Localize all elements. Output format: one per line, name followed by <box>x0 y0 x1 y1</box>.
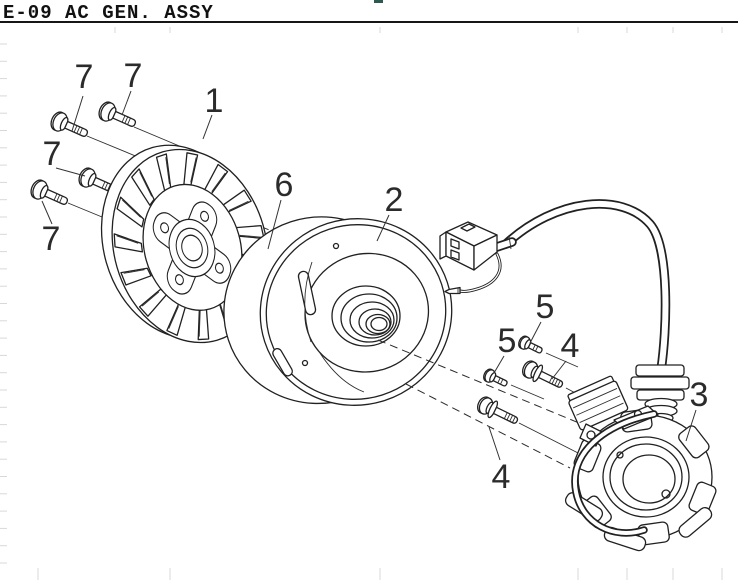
callout-7: 7 <box>75 58 94 96</box>
leader-line <box>529 321 542 344</box>
leader-line <box>493 355 505 374</box>
scan-artifact <box>374 0 383 3</box>
callout-7: 7 <box>43 135 62 173</box>
leader-line <box>202 114 213 140</box>
callout-7: 7 <box>124 57 143 95</box>
leader-line <box>551 360 567 380</box>
leader-line <box>376 214 390 242</box>
wire-harness <box>439 199 690 438</box>
leader-line <box>41 200 53 225</box>
callout-3: 3 <box>690 376 709 414</box>
flywheel-hub <box>152 201 232 295</box>
leader-line <box>71 95 84 132</box>
rotor-drum-part2 <box>223 216 453 406</box>
rotor-hub <box>331 285 401 347</box>
pickup-coil <box>567 375 629 431</box>
callout-5: 5 <box>498 322 517 360</box>
connector <box>439 221 498 271</box>
stator-part3 <box>564 375 717 552</box>
leader-line <box>55 167 86 177</box>
callout-6: 6 <box>275 166 294 204</box>
pigtail-wire <box>444 252 502 295</box>
callout-4: 4 <box>492 458 511 496</box>
callout-4: 4 <box>561 327 580 365</box>
callout-1: 1 <box>205 82 224 120</box>
leader-line <box>267 199 282 250</box>
callout-2: 2 <box>385 181 404 219</box>
stator-pole <box>678 425 710 459</box>
spreadsheet-gridline-ticks <box>0 27 723 580</box>
assembly-axis-lines-right <box>377 339 597 469</box>
callout-7: 7 <box>42 220 61 258</box>
leader-line <box>488 426 501 461</box>
page-title: E-09 AC GEN. ASSY <box>0 0 738 24</box>
leader-line <box>685 409 697 442</box>
callout-5: 5 <box>536 288 555 326</box>
leader-line <box>121 90 132 116</box>
